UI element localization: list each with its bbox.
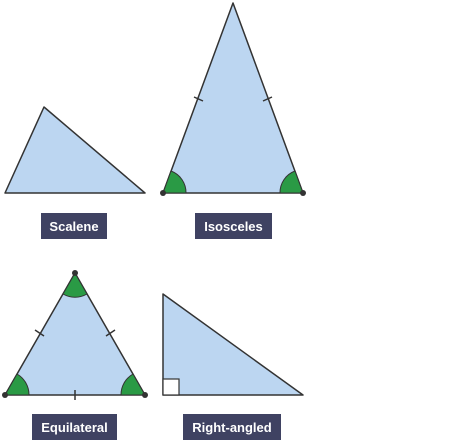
scalene-label: Scalene — [41, 213, 107, 239]
scalene-triangle-group — [4, 106, 146, 194]
isosceles-triangle-group — [160, 2, 306, 196]
equilateral-angle-mark-left — [4, 373, 30, 396]
isosceles-angle-mark-right — [279, 170, 304, 194]
equilateral-angle-mark-top — [62, 271, 88, 298]
equilateral-angle-mark-right — [120, 373, 146, 396]
equilateral-vertex-dot-right — [142, 392, 148, 398]
isosceles-label: Isosceles — [195, 213, 272, 239]
isosceles-vertex-dot-left — [160, 190, 166, 196]
isosceles-triangle — [162, 2, 304, 194]
right-angled-triangle — [162, 293, 304, 396]
equilateral-vertex-dot-top — [72, 270, 78, 276]
isosceles-vertex-dot-right — [300, 190, 306, 196]
isosceles-tick-left — [193, 96, 204, 102]
right-angled-label: Right-angled — [183, 414, 281, 440]
equilateral-tick-right — [105, 329, 116, 337]
equilateral-vertex-dot-left — [2, 392, 8, 398]
scalene-triangle — [4, 106, 146, 194]
equilateral-tick-left — [34, 329, 45, 337]
isosceles-tick-right — [262, 96, 273, 102]
right-angle-square-mark — [162, 378, 180, 396]
equilateral-label: Equilateral — [32, 414, 117, 440]
isosceles-angle-mark-left — [162, 170, 187, 194]
equilateral-triangle-group — [2, 270, 148, 400]
right-angled-triangle-group — [162, 293, 304, 396]
